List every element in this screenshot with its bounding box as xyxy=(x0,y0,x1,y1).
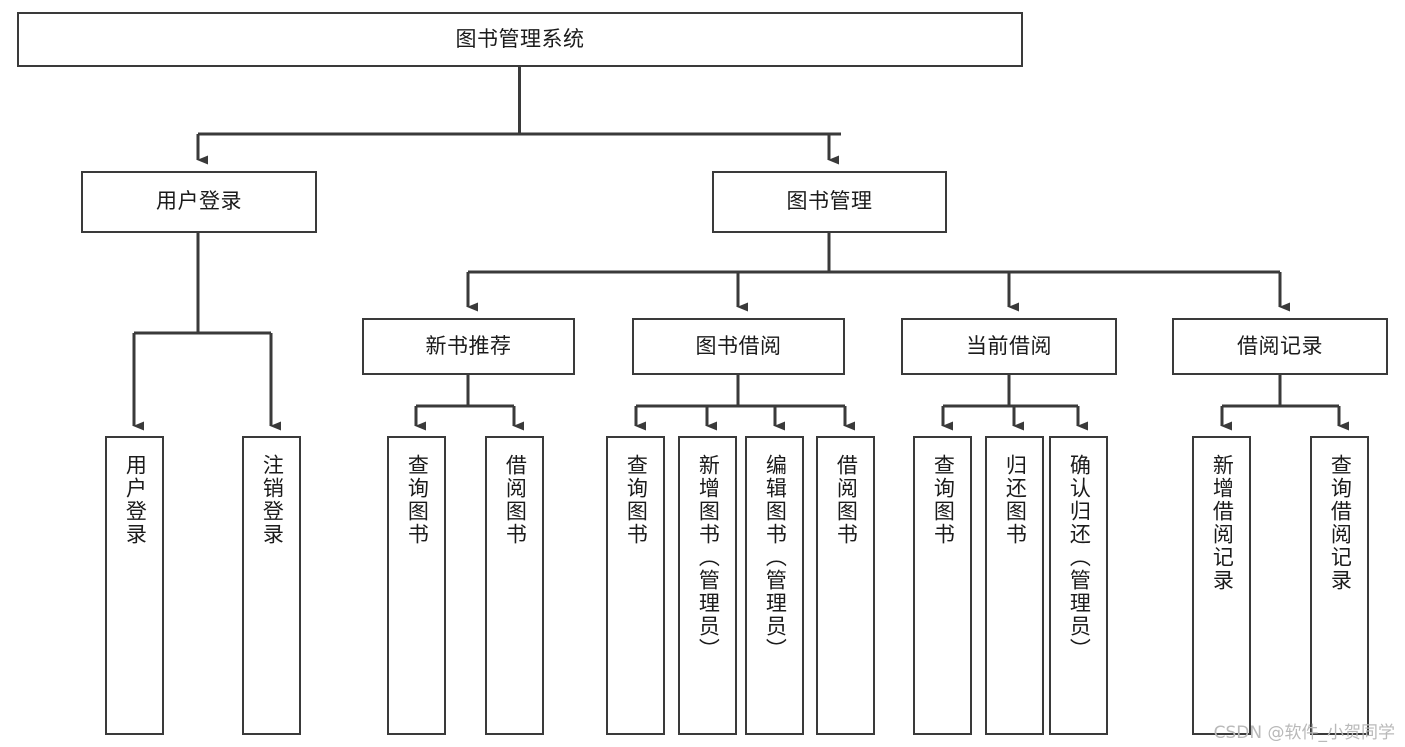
node-label: 图书借阅 xyxy=(695,333,782,358)
node-label: 新增图书（管理员） xyxy=(696,454,721,661)
node-root-book-management-system[interactable]: 图书管理系统 xyxy=(17,12,1023,67)
node-label: 用户登录 xyxy=(123,454,148,546)
node-label: 借阅记录 xyxy=(1237,333,1323,358)
node-label: 编辑图书（管理员） xyxy=(763,454,788,661)
node-label: 用户登录 xyxy=(156,189,242,214)
leaf-borrow-record-query-record[interactable]: 查询借阅记录 xyxy=(1310,436,1369,735)
leaf-current-borrow-confirm-return-admin[interactable]: 确认归还（管理员） xyxy=(1049,436,1108,735)
node-label: 确认归还（管理员） xyxy=(1067,454,1092,661)
node-label: 查询图书 xyxy=(405,454,430,546)
node-borrow-record[interactable]: 借阅记录 xyxy=(1172,318,1388,375)
node-label: 借阅图书 xyxy=(503,454,528,546)
node-label: 归还图书 xyxy=(1003,454,1028,546)
node-label: 新增借阅记录 xyxy=(1210,454,1235,592)
node-label: 新书推荐 xyxy=(425,333,512,358)
node-label: 图书管理 xyxy=(786,189,873,214)
node-new-book-recommend[interactable]: 新书推荐 xyxy=(362,318,575,375)
leaf-user-login-logout[interactable]: 注销登录 xyxy=(242,436,301,735)
node-current-borrow[interactable]: 当前借阅 xyxy=(901,318,1117,375)
leaf-user-login-login[interactable]: 用户登录 xyxy=(105,436,164,735)
node-label: 查询图书 xyxy=(624,454,649,546)
leaf-book-borrow-edit-book-admin[interactable]: 编辑图书（管理员） xyxy=(745,436,804,735)
leaf-new-book-query-book[interactable]: 查询图书 xyxy=(387,436,446,735)
leaf-book-borrow-add-book-admin[interactable]: 新增图书（管理员） xyxy=(678,436,737,735)
leaf-book-borrow-borrow-book[interactable]: 借阅图书 xyxy=(816,436,875,735)
leaf-book-borrow-query-book[interactable]: 查询图书 xyxy=(606,436,665,735)
leaf-borrow-record-add-record[interactable]: 新增借阅记录 xyxy=(1192,436,1251,735)
node-label: 查询借阅记录 xyxy=(1328,454,1353,592)
node-label: 借阅图书 xyxy=(834,454,859,546)
node-label: 图书管理系统 xyxy=(455,26,585,51)
node-user-login[interactable]: 用户登录 xyxy=(81,171,317,233)
node-label: 当前借阅 xyxy=(966,333,1052,358)
node-book-management[interactable]: 图书管理 xyxy=(712,171,947,233)
leaf-current-borrow-query-book[interactable]: 查询图书 xyxy=(913,436,972,735)
node-label: 查询图书 xyxy=(931,454,956,546)
node-book-borrow[interactable]: 图书借阅 xyxy=(632,318,845,375)
node-label: 注销登录 xyxy=(260,454,285,546)
leaf-new-book-borrow-book[interactable]: 借阅图书 xyxy=(485,436,544,735)
leaf-current-borrow-return-book[interactable]: 归还图书 xyxy=(985,436,1044,735)
